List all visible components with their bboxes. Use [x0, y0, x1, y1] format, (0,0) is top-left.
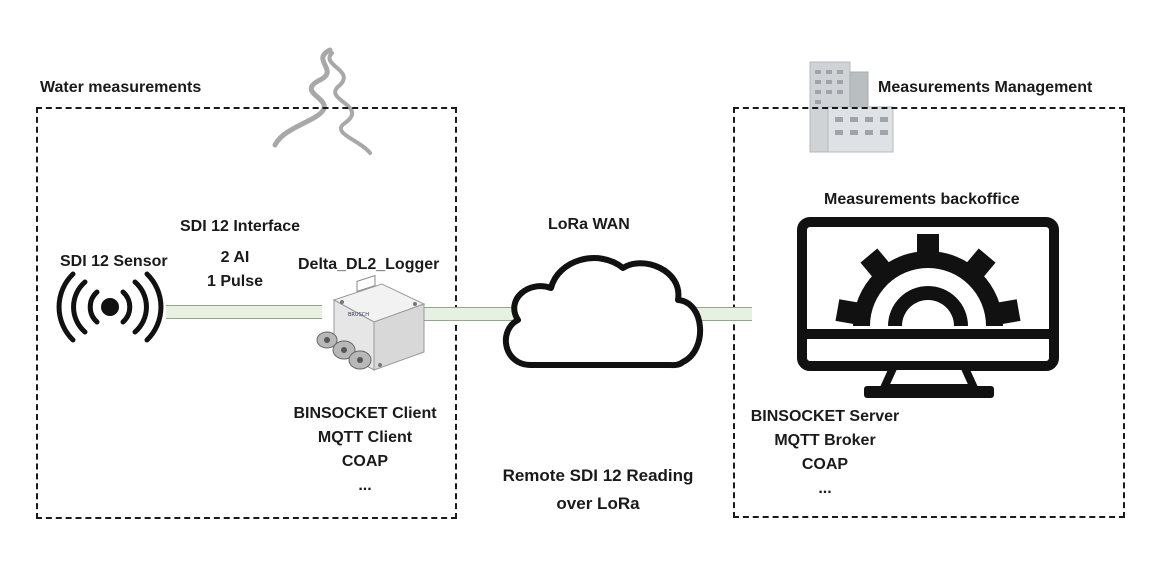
lora-caption: Remote SDI 12 Reading over LoRa [478, 462, 718, 518]
sdi12-interface-label: SDI 12 Interface [180, 218, 301, 235]
lora-wan-label: LoRa WAN [548, 216, 630, 233]
river-icon [272, 47, 372, 155]
lora-caption-line: Remote SDI 12 Reading [502, 466, 694, 485]
sensor-signal-icon [56, 271, 164, 343]
lora-caption-line: over LoRa [556, 494, 640, 513]
logger-device-icon: BRUSCH [316, 274, 426, 371]
client-protocol-item: ... [358, 477, 372, 494]
client-protocol-item: COAP [341, 453, 389, 470]
server-protocol-item: COAP [801, 456, 849, 473]
server-protocol-item: ... [818, 480, 832, 497]
measurements-management-title: Measurements Management [878, 79, 1093, 96]
server-protocol-item: BINSOCKET Server [750, 408, 900, 425]
interface-io-labels: 2 AI 1 Pulse [200, 246, 270, 294]
cloud-icon [502, 255, 704, 369]
interface-io-line: 2 AI [220, 249, 250, 266]
monitor-gear-icon [797, 217, 1059, 398]
client-protocol-list: BINSOCKET Client MQTT Client COAP ... [280, 402, 450, 498]
sdi12-sensor-label: SDI 12 Sensor [60, 253, 168, 270]
client-protocol-item: MQTT Client [317, 429, 413, 446]
backoffice-label: Measurements backoffice [824, 191, 1020, 208]
server-protocol-list: BINSOCKET Server MQTT Broker COAP ... [740, 405, 910, 501]
interface-io-line: 1 Pulse [206, 273, 264, 290]
client-protocol-item: BINSOCKET Client [293, 405, 437, 422]
logger-label: Delta_DL2_Logger [298, 256, 440, 273]
server-protocol-item: MQTT Broker [774, 432, 876, 449]
logger-brand-text: BRUSCH [348, 312, 369, 318]
sdi12-connection-line [166, 305, 322, 319]
water-measurements-title: Water measurements [40, 79, 202, 96]
